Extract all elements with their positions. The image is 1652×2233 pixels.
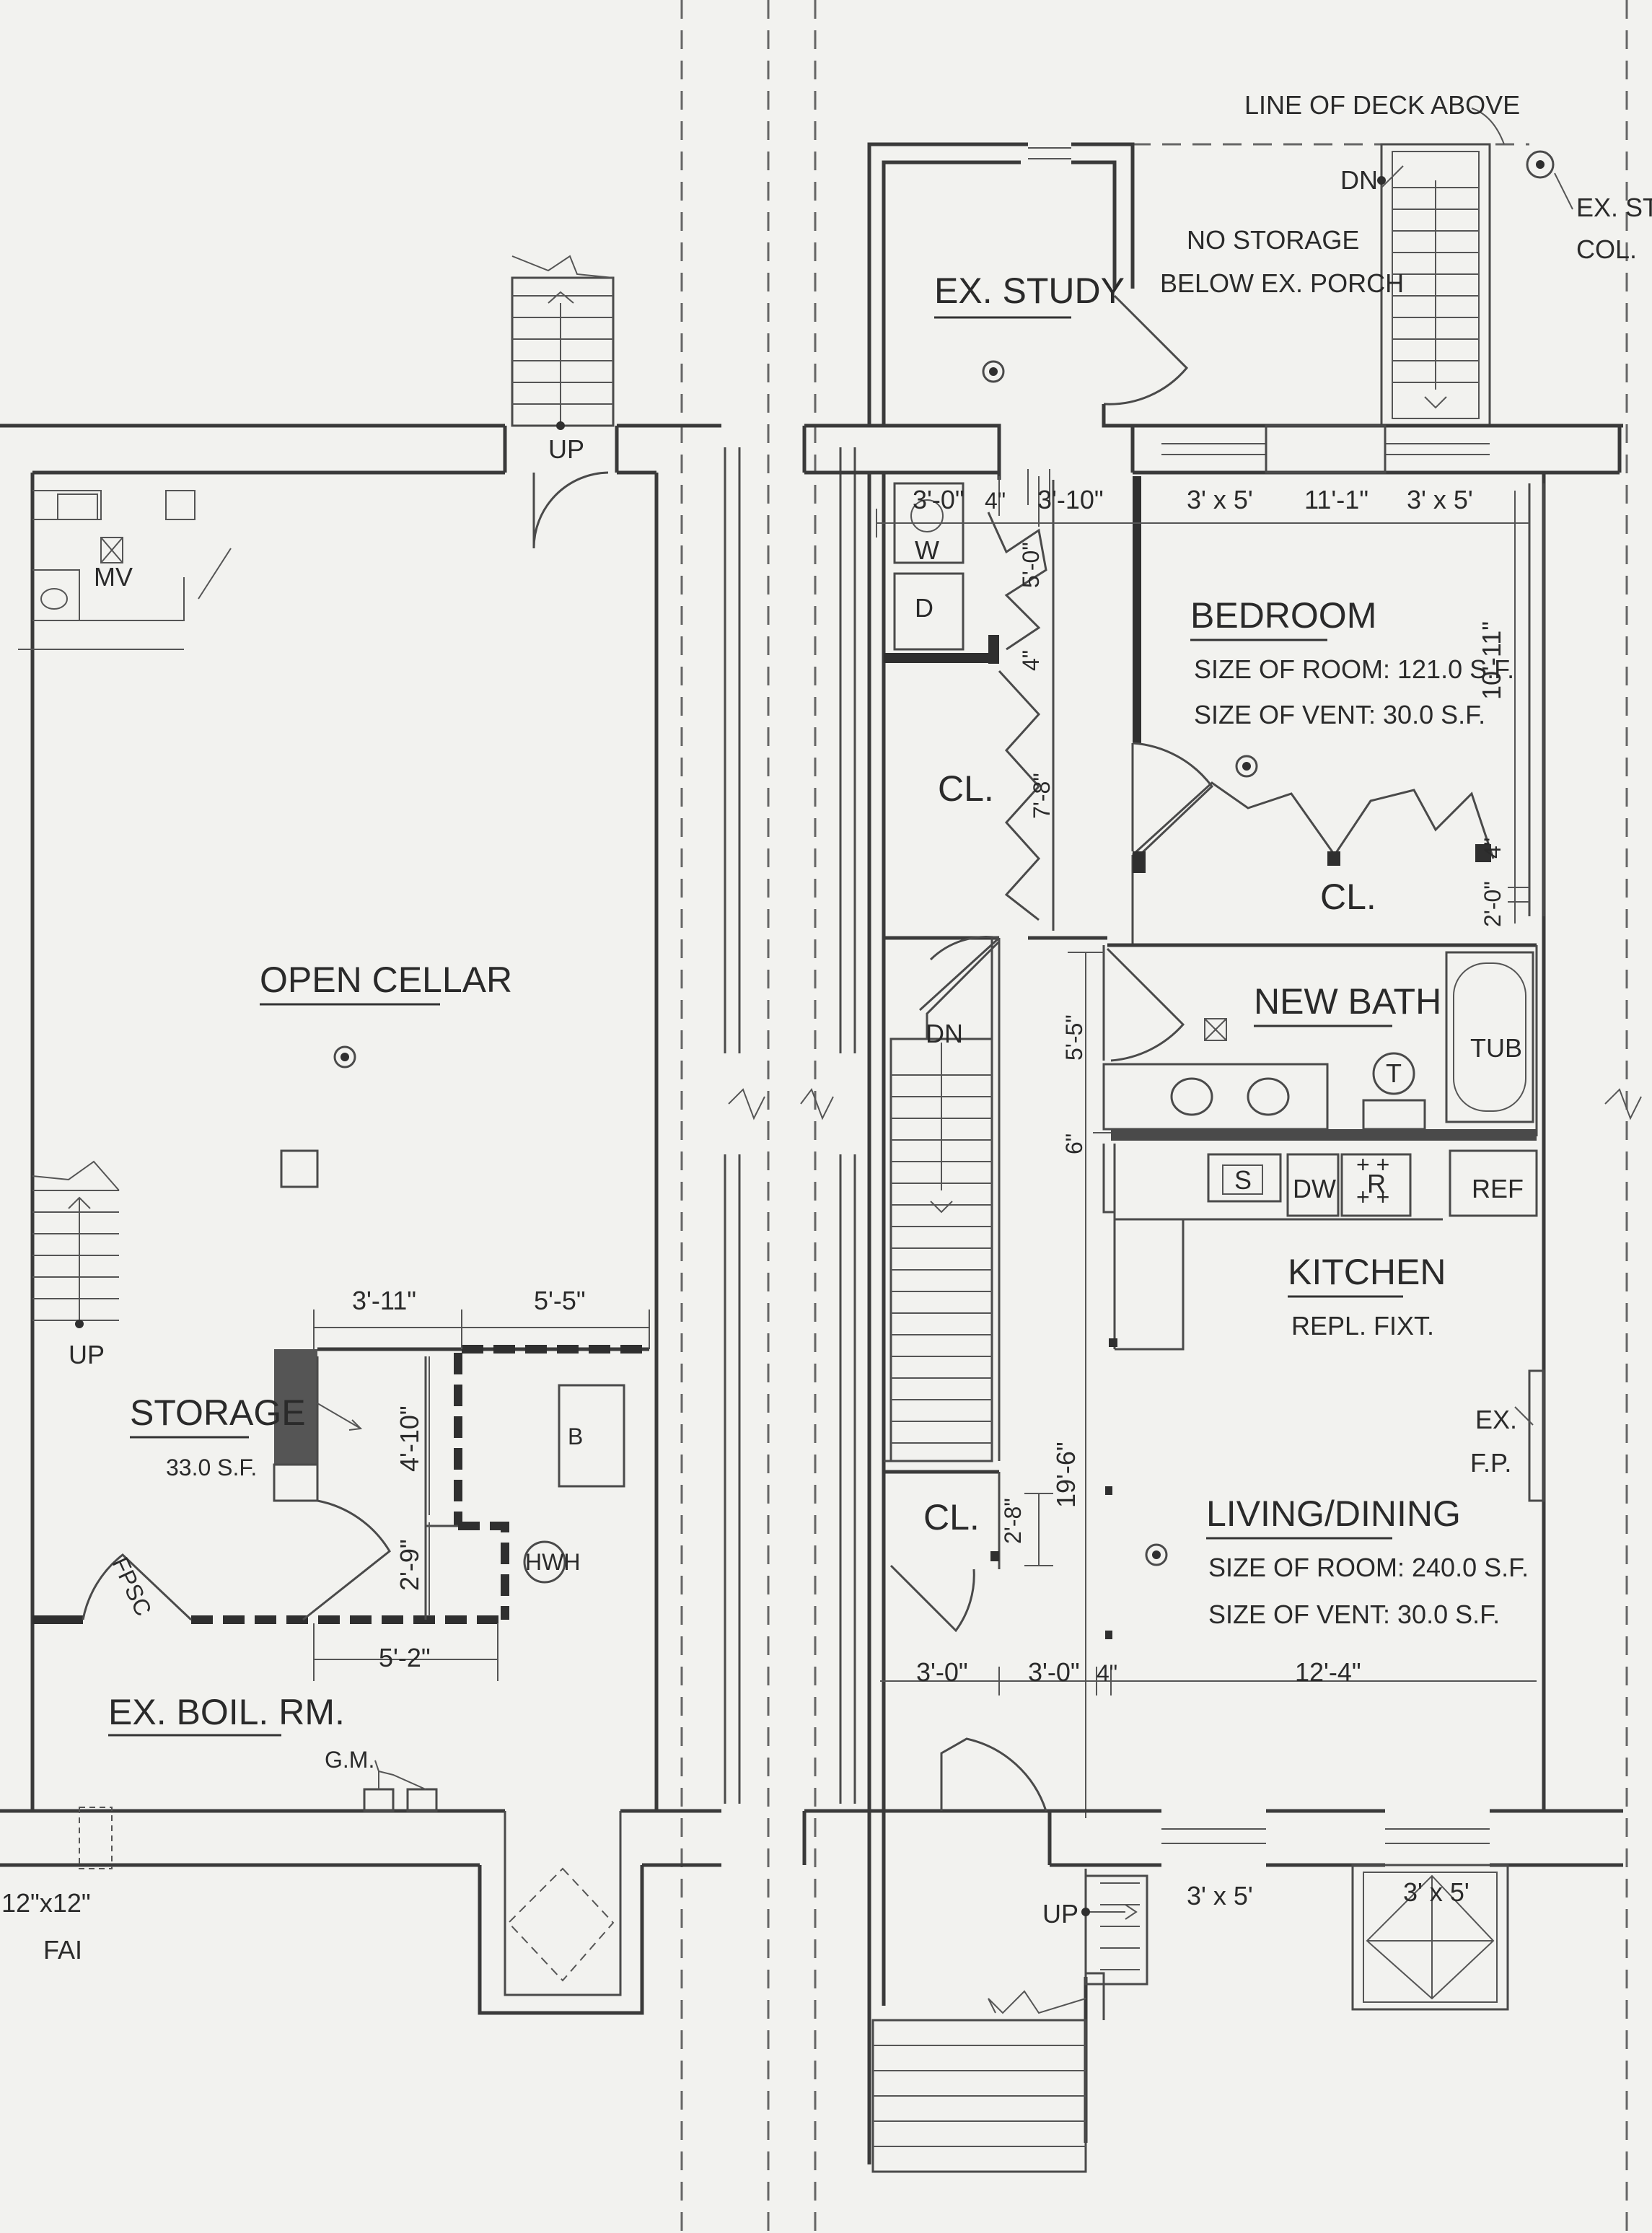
living-dimensions [880, 952, 1537, 1818]
dim-5-5-bath: 5'-5" [1061, 1014, 1087, 1061]
dim-5-5: 5'-5" [534, 1286, 586, 1315]
fireplace-label-2: F.P. [1470, 1448, 1511, 1478]
dim-11-1: 11'-1" [1304, 485, 1368, 514]
bedroom-dimensions [876, 469, 1529, 924]
cellar-up-label-side: UP [69, 1340, 105, 1369]
dryer-label: D [915, 593, 933, 623]
cellar-up-label-rear: UP [548, 434, 584, 464]
dim-3-0-a: 3'-0" [916, 1657, 968, 1687]
fireplace [1514, 1369, 1545, 1502]
lot-lines [680, 0, 1642, 2233]
hwh-label: HWH [525, 1549, 580, 1575]
porch-note-label-2: BELOW EX. PORCH [1160, 268, 1404, 298]
front-areaway [1351, 1864, 1509, 2011]
dim-2-0: 2'-0" [1480, 881, 1506, 927]
closet-label-2: CL. [1320, 877, 1376, 917]
range-burner-marks: + + [1356, 1151, 1389, 1177]
kitchen-label: KITCHEN [1288, 1252, 1446, 1292]
first-floor-plan [802, 108, 1623, 2173]
up-front-label: UP [1042, 1899, 1078, 1929]
boiler-room-label: EX. BOIL. RM. [108, 1692, 345, 1732]
deck-note-label: LINE OF DECK ABOVE [1244, 90, 1520, 120]
dim-3-10: 3'-10" [1037, 485, 1104, 514]
bedroom-vent-label: SIZE OF VENT: 30.0 S.F. [1194, 700, 1485, 729]
dim-3-11: 3'-11" [352, 1286, 416, 1315]
refrigerator-label: REF [1472, 1174, 1524, 1203]
mechanical-sketch [18, 490, 232, 650]
mv-label: MV [94, 562, 133, 592]
dim-2-8: 2'-8" [1000, 1498, 1026, 1544]
steel-column-label-1: EX. STL. [1576, 193, 1652, 222]
storage-label: STORAGE [130, 1392, 306, 1433]
storage-walls [32, 1345, 649, 1624]
kitchen [1102, 1144, 1538, 1351]
fpsc-label: FPSC [107, 1553, 157, 1620]
open-cellar-label: OPEN CELLAR [260, 960, 512, 1000]
study-label: EX. STUDY [934, 271, 1125, 311]
living-size-label: SIZE OF ROOM: 240.0 S.F. [1208, 1553, 1529, 1582]
first-floor-labels: LINE OF DECK ABOVE DN EX. STL. COL. NO S… [913, 90, 1652, 1929]
tub-label: TUB [1470, 1033, 1522, 1063]
new-bath [1093, 945, 1538, 1141]
dishwasher-label: DW [1293, 1174, 1336, 1203]
cellar-plan [0, 255, 721, 2015]
dim-4-10: 4'-10" [395, 1405, 424, 1472]
dim-3-0-b: 3'-0" [1028, 1657, 1080, 1687]
dim-4-c: 4" [1480, 838, 1506, 859]
storage-area-label: 33.0 S.F. [166, 1455, 257, 1480]
gas-meter [363, 1760, 438, 1812]
steel-column-label-2: COL. [1576, 234, 1637, 264]
closet-label-1: CL. [938, 768, 994, 809]
dim-4-b: 4" [1018, 650, 1044, 671]
dn-rear-label: DN [1340, 165, 1378, 195]
storage-dimensions [313, 1309, 650, 1681]
front-stoop-stair [871, 2019, 1087, 2173]
dim-5-0: 5'-0" [1018, 542, 1044, 588]
main-stair [884, 938, 1001, 1462]
dim-6: 6" [1061, 1133, 1087, 1154]
dim-3-0-washer: 3'-0" [913, 485, 965, 514]
window-3x5-d: 3' x 5' [1403, 1877, 1469, 1907]
dim-5-2: 5'-2" [379, 1643, 431, 1672]
window-3x5-b: 3' x 5' [1407, 485, 1473, 514]
washer-label: W [915, 535, 939, 565]
bedroom-label: BEDROOM [1190, 595, 1376, 636]
boiler-label: B [568, 1423, 583, 1449]
dim-2-9: 2'-9" [395, 1539, 424, 1591]
new-bath-label: NEW BATH [1254, 981, 1441, 1022]
fai-size-label: 12"x12" [1, 1888, 91, 1918]
fireplace-label-1: EX. [1475, 1405, 1517, 1434]
dim-12-4: 12'-4" [1295, 1657, 1361, 1687]
kitchen-note-label: REPL. FIXT. [1291, 1311, 1434, 1341]
front-closet [884, 1470, 1053, 1633]
porch-note-label-1: NO STORAGE [1187, 225, 1359, 255]
front-vestibule [867, 1737, 1148, 2164]
cellar-labels: UP MV OPEN CELLAR UP STORAGE 33.0 S.F. 3… [1, 434, 586, 1965]
bedroom-size-label: SIZE OF ROOM: 121.0 S.F. [1194, 654, 1514, 684]
dn-stair-label: DN [926, 1019, 963, 1048]
closet-label-3: CL. [923, 1497, 980, 1537]
dim-4-a: 4" [985, 488, 1006, 514]
range-label: R [1367, 1169, 1386, 1198]
dim-19-6: 19'-6" [1051, 1442, 1081, 1508]
sink-label: S [1234, 1165, 1252, 1195]
cellar-rear-stair [511, 255, 615, 430]
dim-4-d: 4" [1097, 1660, 1117, 1686]
gas-meter-label: G.M. [325, 1747, 374, 1773]
window-3x5-c: 3' x 5' [1187, 1881, 1253, 1910]
window-3x5-a: 3' x 5' [1187, 485, 1253, 514]
living-label: LIVING/DINING [1206, 1493, 1461, 1534]
fai-label: FAI [43, 1935, 82, 1965]
range-burner-marks-2: + + [1356, 1184, 1389, 1210]
toilet-label: T [1386, 1058, 1402, 1088]
dim-7-8: 7'-8" [1029, 773, 1055, 819]
dim-10-11: 10'-11" [1477, 621, 1506, 700]
living-vent-label: SIZE OF VENT: 30.0 S.F. [1208, 1600, 1500, 1629]
cellar-side-stair [32, 1160, 120, 1328]
